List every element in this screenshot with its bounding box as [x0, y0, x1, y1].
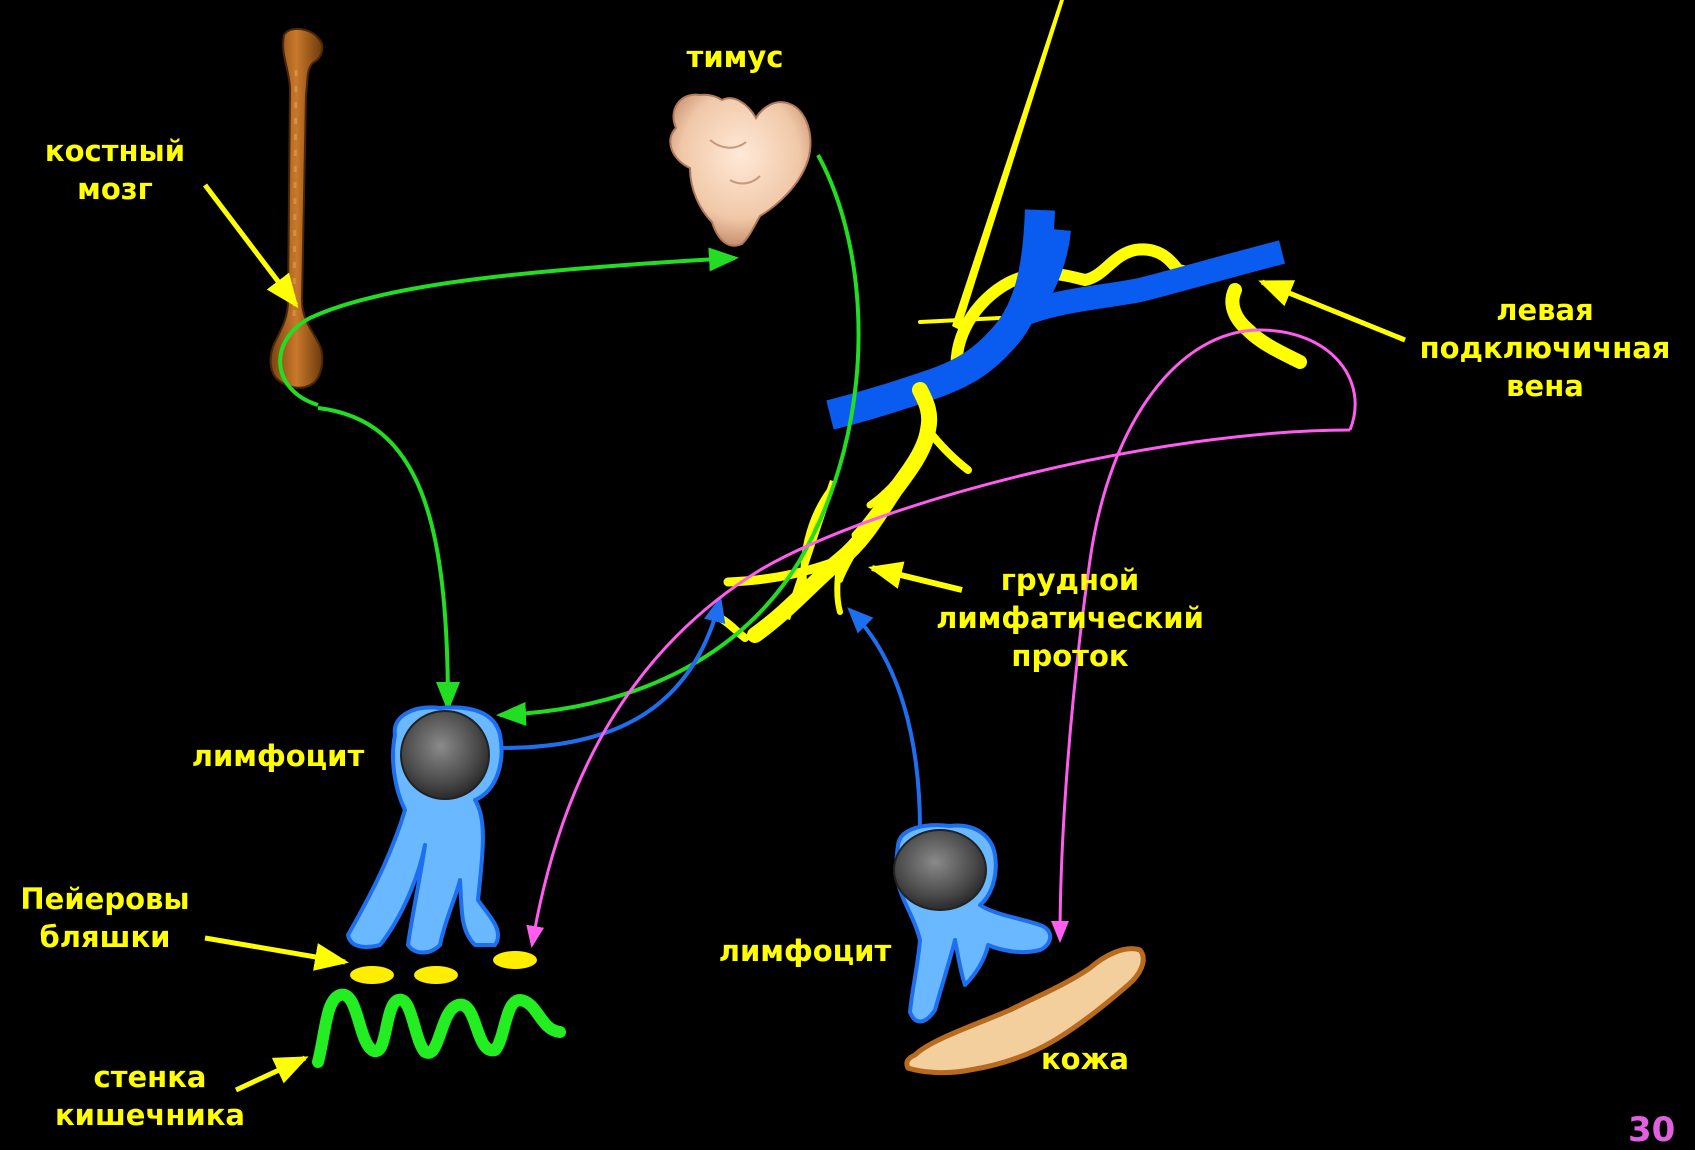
page-number: 30: [1628, 1110, 1675, 1150]
label-vein-line2: подключичная: [1395, 329, 1695, 367]
lymphocyte-cell-skin: [894, 825, 1050, 1021]
label-wall-line1: стенка: [40, 1058, 260, 1096]
label-thoracic-duct: грудной лимфатический проток: [905, 561, 1235, 675]
pointer-bone-marrow: [205, 185, 296, 305]
path-bone-to-thymus: [280, 258, 735, 405]
path-thymus-to-lymphocyte: [500, 155, 859, 715]
label-duct-line2: лимфатический: [905, 599, 1235, 637]
label-duct-line3: проток: [905, 637, 1235, 675]
label-left-subclavian-vein: левая подключичная вена: [1395, 291, 1695, 405]
thymus-image: [670, 95, 810, 246]
label-wall-line2: кишечника: [40, 1096, 260, 1134]
bone-marrow-femur-image: [271, 29, 323, 388]
label-bone-marrow-line2: мозг: [30, 170, 200, 208]
label-vein-line3: вена: [1395, 367, 1695, 405]
label-peyer-line1: Пейеровы: [0, 880, 210, 918]
label-vein-line1: левая: [1395, 291, 1695, 329]
left-subclavian-vein: [830, 210, 1282, 415]
path-lymphocyte-to-duct: [500, 600, 720, 748]
pointer-peyer-patches: [205, 938, 345, 962]
label-lymphocyte-gut: лимфоцит: [168, 737, 388, 775]
label-skin: кожа: [1025, 1040, 1145, 1078]
peyer-patches: [350, 951, 537, 984]
label-peyer-patches: Пейеровы бляшки: [0, 880, 210, 956]
label-intestinal-wall: стенка кишечника: [40, 1058, 260, 1134]
label-bone-marrow: костный мозг: [30, 132, 200, 208]
label-lymphocyte-skin: лимфоцит: [695, 932, 915, 970]
intestinal-wall: [318, 995, 560, 1062]
label-thymus: тимус: [655, 38, 815, 76]
label-peyer-line2: бляшки: [0, 918, 210, 956]
path-bone-to-lymphocyte: [318, 408, 448, 708]
label-duct-line1: грудной: [905, 561, 1235, 599]
label-bone-marrow-line1: костный: [30, 132, 200, 170]
